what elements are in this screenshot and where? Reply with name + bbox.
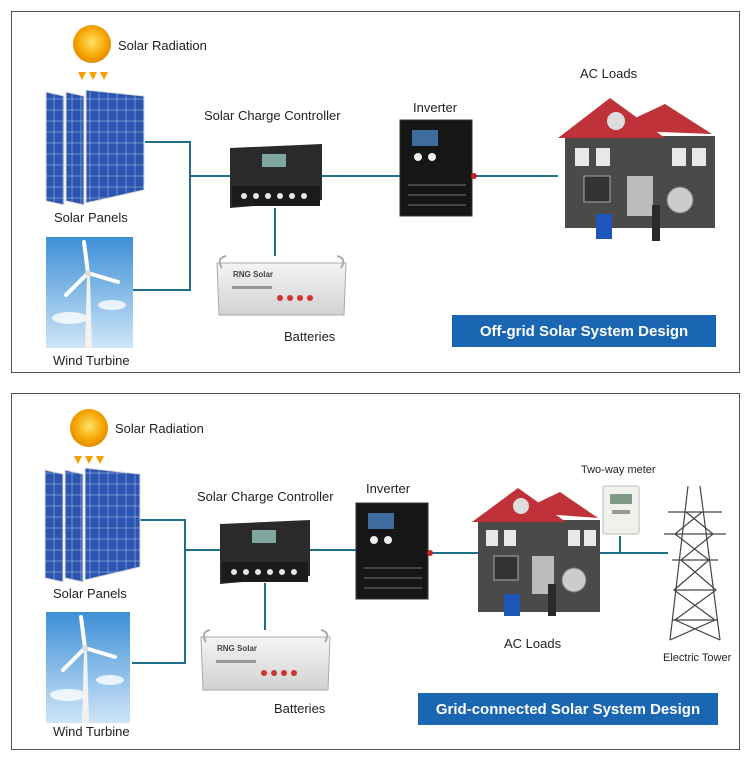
solar-radiation-label: Solar Radiation bbox=[118, 38, 207, 53]
inverter-label: Inverter bbox=[413, 100, 458, 115]
batteries-label: Batteries bbox=[274, 701, 326, 716]
solar-panels-label: Solar Panels bbox=[54, 210, 128, 225]
inverter-label: Inverter bbox=[366, 481, 411, 496]
wind-turbine-label: Wind Turbine bbox=[53, 353, 130, 368]
battery-brand-label: RNG Solar bbox=[233, 270, 274, 279]
battery-brand-label: RNG Solar bbox=[217, 644, 258, 653]
two-way-meter-label: Two-way meter bbox=[581, 464, 656, 476]
ac-loads-label: AC Loads bbox=[504, 636, 562, 651]
solar-panel-icon bbox=[45, 89, 145, 206]
solar-panels-label: Solar Panels bbox=[53, 586, 127, 601]
wind-turbine-label: Wind Turbine bbox=[53, 724, 130, 739]
charge-controller-icon bbox=[220, 520, 310, 584]
wind-turbine-icon bbox=[46, 612, 130, 723]
grid-banner: Grid-connected Solar System Design bbox=[418, 693, 718, 725]
charge-controller-label: Solar Charge Controller bbox=[197, 489, 334, 504]
house-icon bbox=[558, 98, 715, 241]
two-way-meter-icon bbox=[602, 485, 640, 535]
offgrid-banner: Off-grid Solar System Design bbox=[452, 315, 716, 347]
charge-controller-label: Solar Charge Controller bbox=[204, 108, 341, 123]
house-icon bbox=[472, 488, 600, 616]
sun-icon bbox=[70, 409, 108, 464]
battery-icon bbox=[200, 629, 331, 691]
inverter-icon bbox=[399, 119, 477, 217]
wind-turbine-icon bbox=[46, 237, 133, 348]
sun-icon bbox=[73, 25, 111, 80]
electric-tower-icon bbox=[664, 485, 726, 641]
solar-panel-icon bbox=[44, 467, 141, 583]
inverter-icon bbox=[355, 502, 433, 600]
batteries-label: Batteries bbox=[284, 329, 336, 344]
charge-controller-icon bbox=[230, 144, 322, 208]
ac-loads-label: AC Loads bbox=[580, 66, 638, 81]
grid-wires bbox=[132, 519, 668, 664]
battery-icon bbox=[216, 255, 347, 316]
offgrid-wires bbox=[133, 141, 558, 291]
electric-tower-label: Electric Tower bbox=[663, 652, 732, 664]
solar-radiation-label: Solar Radiation bbox=[115, 421, 204, 436]
